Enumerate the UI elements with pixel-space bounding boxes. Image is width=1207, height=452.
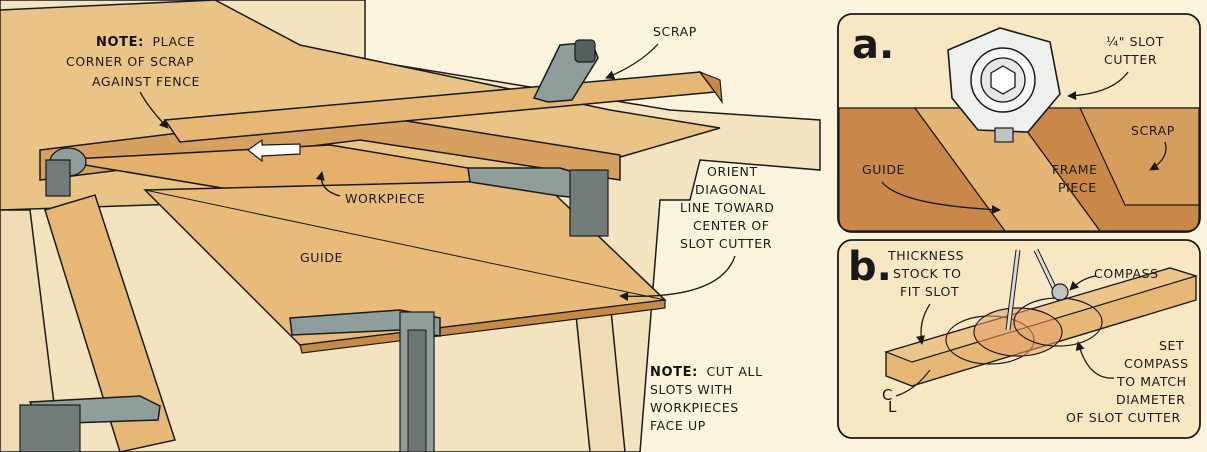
- detail-b-panel: b. THICKNESS STOCK TO FIT SLOT COMPASS S…: [838, 240, 1200, 438]
- orient-line-4: CENTER OF: [693, 218, 770, 233]
- centerline-l: L: [888, 398, 897, 416]
- orient-line-2: DIAGONAL: [695, 182, 766, 197]
- orient-line-1: ORIENT: [707, 164, 758, 179]
- detail-b-letter: b.: [848, 244, 892, 290]
- main-figure: NOTE: PLACE CORNER OF SCRAP AGAINST FENC…: [0, 0, 820, 452]
- note-bottom-line1: NOTE: CUT ALL: [650, 364, 763, 380]
- guide-label: GUIDE: [300, 250, 343, 265]
- note-bottom-line2: SLOTS WITH: [650, 382, 733, 397]
- workpiece-label: WORKPIECE: [345, 191, 425, 206]
- set-line2: COMPASS: [1124, 356, 1189, 371]
- compass-label: COMPASS: [1094, 266, 1159, 281]
- detail-a-letter: a.: [852, 22, 894, 68]
- note-top-line3: AGAINST FENCE: [92, 74, 200, 89]
- note-top-line0: NOTE: PLACE: [96, 34, 195, 50]
- set-line3: TO MATCH: [1116, 374, 1187, 389]
- cutter-label-line2: CUTTER: [1104, 52, 1157, 67]
- note-bottom-line3: WORKPIECES: [650, 400, 739, 415]
- orient-line-3: LINE TOWARD: [680, 200, 775, 215]
- scrap-label: SCRAP: [653, 24, 697, 39]
- note-top-line2: CORNER OF SCRAP: [66, 54, 194, 69]
- set-line5: OF SLOT CUTTER: [1066, 410, 1181, 425]
- frame-piece-line1: FRAME: [1052, 162, 1098, 177]
- frame-piece-line2: PIECE: [1058, 180, 1097, 195]
- set-line4: DIAMETER: [1116, 392, 1186, 407]
- note-bottom-line4: FACE UP: [650, 418, 706, 433]
- cutter-label-line1: ¼" SLOT: [1106, 34, 1164, 49]
- detail-a-scrap-label: SCRAP: [1131, 123, 1175, 138]
- scrap-leader: [606, 44, 658, 78]
- detail-a-guide-label: GUIDE: [862, 162, 905, 177]
- detail-a-panel: a. ¼" SLOT CUTTER SCRAP GUIDE FRAME PIEC…: [838, 14, 1200, 232]
- thickness-line1: THICKNESS: [887, 248, 964, 263]
- thickness-line2: STOCK TO: [893, 266, 962, 281]
- note-bottom: NOTE: CUT ALL SLOTS WITH WORKPIECES FACE…: [650, 364, 763, 433]
- orient-line-5: SLOT CUTTER: [680, 236, 772, 251]
- set-line1: SET: [1159, 338, 1184, 353]
- thickness-line3: FIT SLOT: [900, 284, 959, 299]
